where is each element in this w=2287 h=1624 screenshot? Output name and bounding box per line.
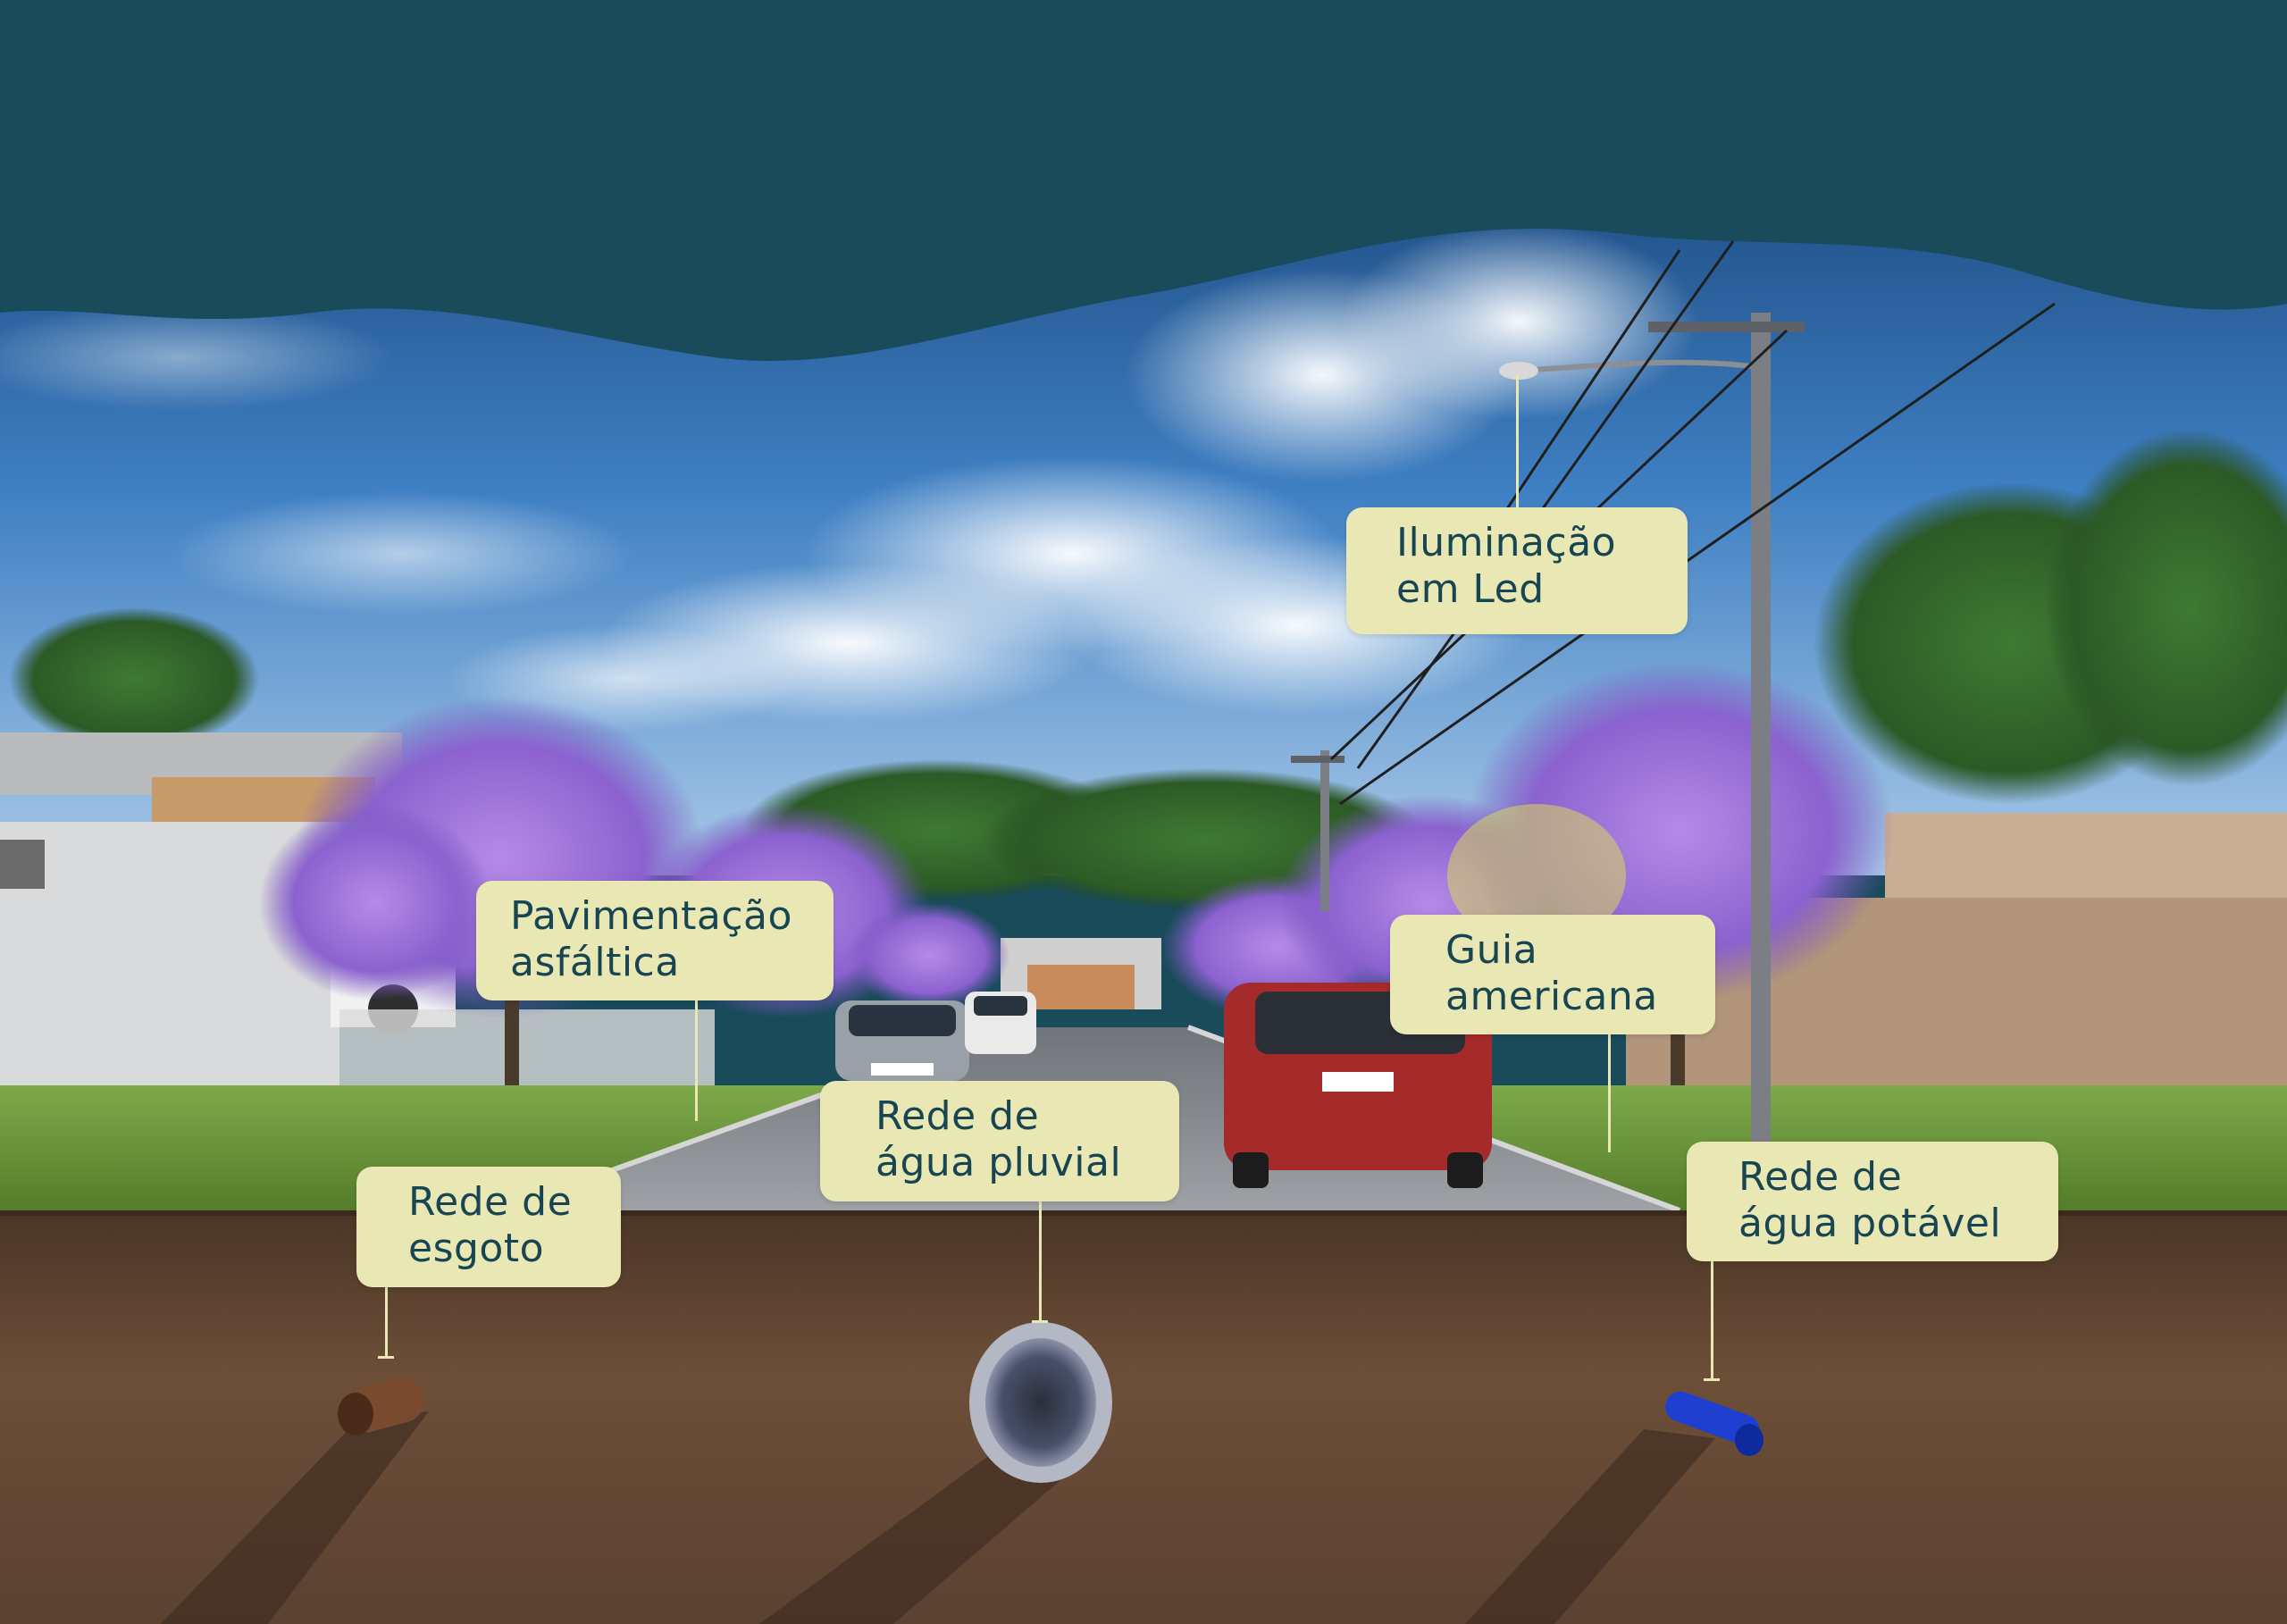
stormwater-pipe (759, 1322, 1112, 1624)
label-curb-line2: americana (1445, 974, 1658, 1019)
leader-sewer (385, 1286, 388, 1358)
label-stormwater-network: Rede de água pluvial (820, 1081, 1179, 1201)
leader-potable (1711, 1260, 1713, 1380)
label-potable-line2: água potável (1738, 1201, 2002, 1246)
label-stormwater-line2: água pluvial (875, 1140, 1122, 1185)
label-led-line1: Iluminação (1396, 520, 1617, 565)
background-trees (9, 429, 2287, 911)
leader-led (1516, 375, 1519, 509)
label-sewer-network: Rede de esgoto (356, 1167, 621, 1287)
label-curb-line1: Guia (1445, 927, 1538, 973)
leader-curb (1608, 1032, 1611, 1152)
label-sewer-line2: esgoto (408, 1226, 545, 1271)
label-potable-line1: Rede de (1738, 1154, 1903, 1200)
label-asphalt-line1: Pavimentação (510, 893, 792, 939)
sewer-pipe (161, 1377, 429, 1624)
label-asphalt-line2: asfáltica (510, 940, 680, 985)
label-potable-water-network: Rede de água potável (1687, 1142, 2058, 1261)
label-asphalt-paving: Pavimentação asfáltica (476, 881, 834, 1000)
clouds (0, 223, 1697, 732)
car-white (965, 992, 1036, 1054)
potable-water-pipe (1465, 1391, 1763, 1624)
leader-potable-end (1704, 1378, 1720, 1381)
label-stormwater-line1: Rede de (875, 1093, 1040, 1139)
leader-sewer-end (378, 1356, 394, 1359)
label-led-lighting: Iluminação em Led (1346, 507, 1688, 634)
top-banner (0, 0, 2287, 361)
label-american-curb: Guia americana (1390, 915, 1715, 1034)
leader-stormwater (1039, 1201, 1042, 1322)
car-silver (835, 1000, 969, 1081)
leader-asphalt (695, 1000, 698, 1121)
label-led-line2: em Led (1396, 566, 1545, 612)
leader-stormwater-end (1032, 1320, 1048, 1323)
label-sewer-line1: Rede de (408, 1179, 573, 1225)
